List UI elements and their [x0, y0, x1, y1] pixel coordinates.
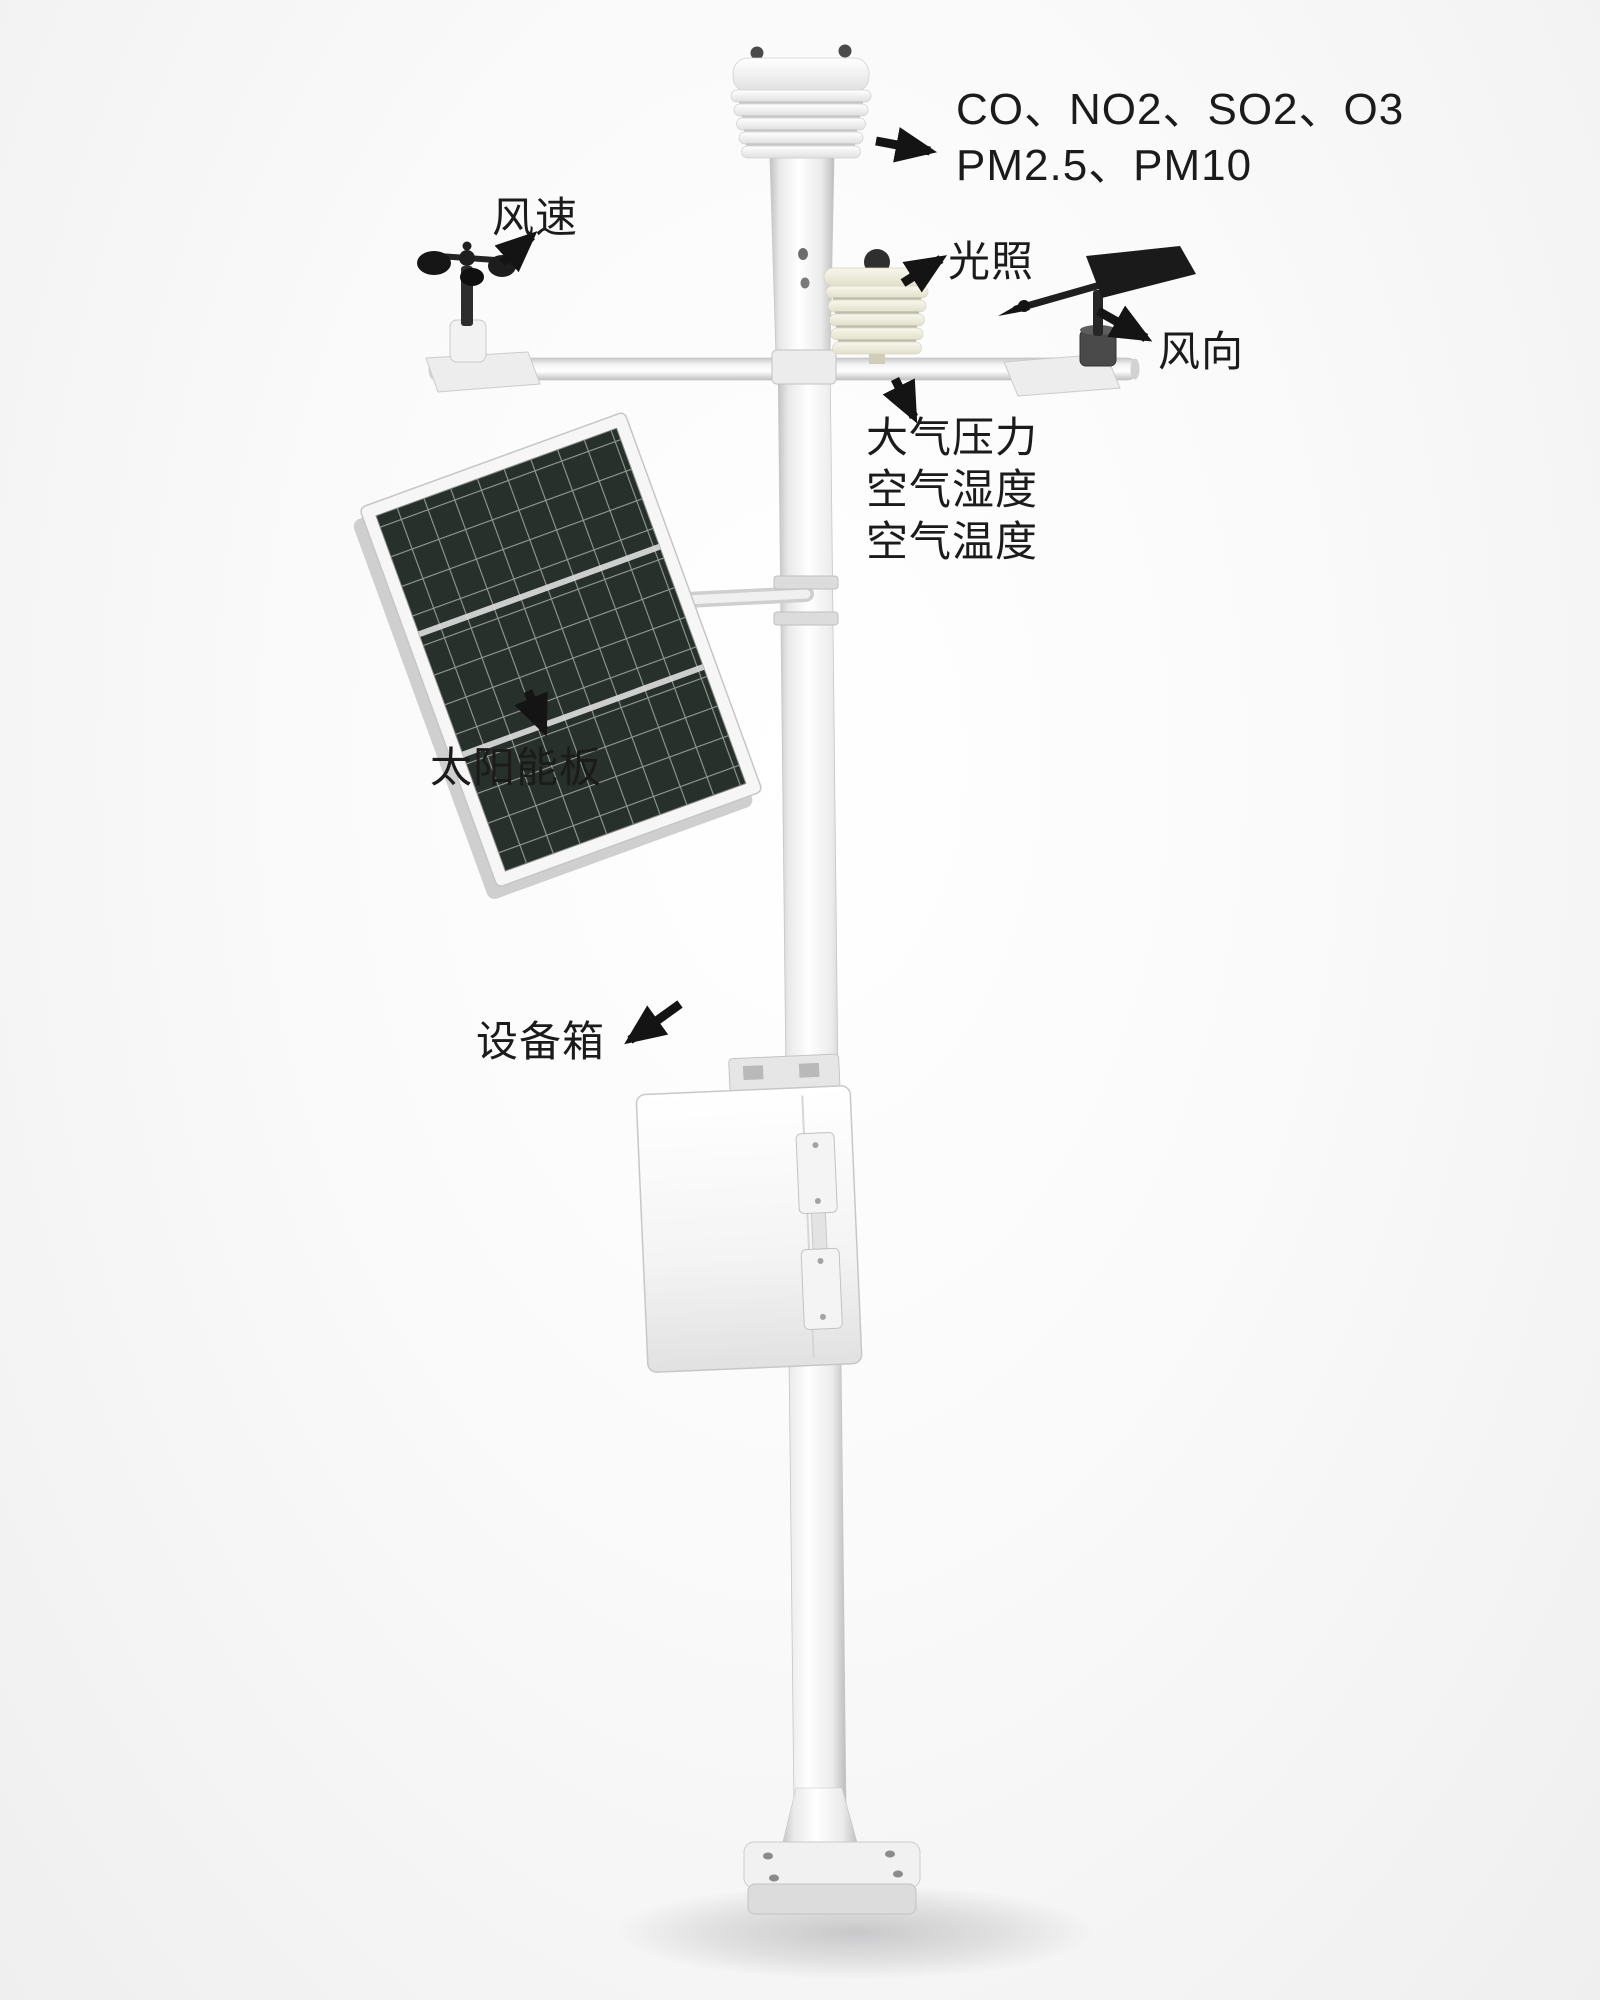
- anemometer: [417, 241, 541, 393]
- main-pole: [769, 157, 847, 1811]
- solar-cells-grid: [375, 427, 747, 872]
- base-plate-top: [743, 1841, 921, 1889]
- louver-plate: [733, 103, 869, 117]
- mounting-hole: [798, 248, 808, 260]
- pole-clamp: [773, 575, 839, 590]
- louver-gap: [746, 143, 855, 147]
- louver-plate: [829, 313, 925, 327]
- hinge-bolt: [814, 1198, 821, 1205]
- wind-speed-label: 风速: [492, 194, 579, 241]
- annotation-arrows: [494, 127, 1153, 1045]
- gas-arrow-icon: [875, 127, 938, 163]
- anemometer-mount: [449, 319, 487, 363]
- base-flange: [743, 1787, 921, 1915]
- pressure-label: 大气压力: [866, 414, 1039, 461]
- equipment-box-label: 设备箱: [476, 1018, 606, 1065]
- bolt-hole: [763, 1852, 773, 1860]
- louver-plate: [827, 299, 927, 313]
- light-label: 光照: [948, 238, 1035, 285]
- louver-gap: [742, 115, 860, 119]
- cap-bolt: [838, 44, 852, 58]
- louver-plate: [825, 285, 929, 299]
- pole-clamp: [773, 611, 839, 626]
- anemometer-cup: [460, 268, 484, 286]
- shield-post: [869, 354, 885, 364]
- equipment-box: [635, 1053, 863, 1373]
- atmosphere-labels: 大气压力 空气湿度 空气温度: [866, 412, 1038, 568]
- cap-bolt: [750, 46, 764, 60]
- hinge-bolt: [812, 1142, 819, 1149]
- box-mount-slot: [798, 1062, 820, 1078]
- temperature-label: 空气温度: [866, 518, 1039, 565]
- louver-gap: [833, 297, 921, 300]
- wind-direction-arrow-icon: [1095, 305, 1153, 342]
- box-mount-slot: [742, 1065, 764, 1081]
- wind-speed-arrow-icon: [494, 231, 538, 273]
- panel-bracket: [678, 575, 839, 626]
- mounting-hole: [800, 277, 810, 289]
- louver-gap: [739, 101, 863, 105]
- box-hinge: [800, 1247, 843, 1331]
- louver-plate: [832, 341, 922, 355]
- wind-vane: [998, 246, 1196, 397]
- louver-gap: [838, 339, 916, 342]
- louver-plate: [730, 89, 872, 103]
- louver-gap: [744, 129, 857, 133]
- solar-panel-label: 太阳能板: [430, 744, 603, 791]
- solar-arrow-icon: [514, 689, 549, 737]
- solar-panel-band-divider: [418, 543, 661, 638]
- pole-clamp: [771, 349, 837, 385]
- pole-flare: [781, 1787, 859, 1847]
- solar-panel: [353, 412, 762, 899]
- louver-gap: [835, 311, 919, 314]
- bolt-hole: [893, 1870, 903, 1878]
- pressure-arrow-icon: [882, 376, 919, 424]
- louver-plate: [741, 145, 861, 159]
- gas-sensors-label: CO、NO2、SO2、O3 PM2.5、PM10: [956, 82, 1404, 194]
- anemometer-cup: [417, 251, 451, 275]
- bolt-hole: [885, 1850, 895, 1858]
- gas-label-line1: CO、NO2、SO2、O3: [956, 85, 1405, 134]
- light-arrow-icon: [900, 255, 948, 293]
- gas-label-line2: PM2.5、PM10: [956, 141, 1253, 190]
- ground-shadow: [615, 1884, 1095, 1980]
- louver-gap: [836, 325, 917, 328]
- box-arrow-icon: [624, 1000, 683, 1045]
- louver-plate: [736, 117, 866, 131]
- shield-cap: [732, 57, 870, 93]
- hinge-bolt: [817, 1257, 824, 1264]
- anemometer-hub: [459, 250, 475, 266]
- louver-plate: [830, 327, 924, 341]
- hinge-bolt: [819, 1313, 826, 1320]
- crossarm-end-cap: [1130, 358, 1140, 380]
- vane-fin: [1086, 246, 1196, 298]
- humidity-label: 空气湿度: [866, 466, 1039, 513]
- bolt-hole: [769, 1874, 779, 1882]
- wind-direction-label: 风向: [1158, 328, 1245, 375]
- vane-counterweight: [1018, 300, 1030, 312]
- anemometer-hub-cap: [462, 241, 472, 251]
- gas-sensor-shield: [730, 44, 872, 159]
- base-plate-side: [747, 1883, 917, 1915]
- louver-plate: [738, 131, 864, 145]
- micro-climate-shield: [823, 249, 931, 364]
- box-body: [635, 1085, 863, 1373]
- box-hinge-connector: [810, 1212, 828, 1250]
